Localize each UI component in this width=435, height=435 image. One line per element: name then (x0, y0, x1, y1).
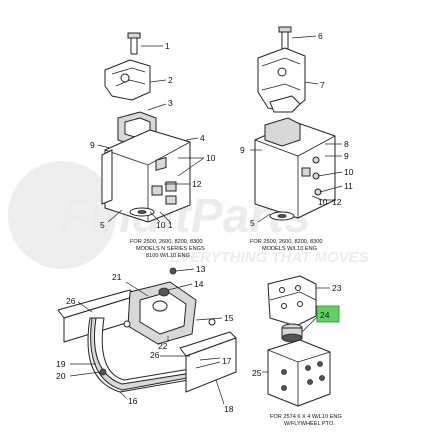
caption-left-2: MODELS N SERIES ENGS (136, 246, 205, 252)
caption-bottom-2: W/FLYWHEEL PTO. (284, 421, 335, 427)
assembly-top-right: 6 7 9 8 9 10 11 10 12 5 FOR 2500, 2600, … (240, 26, 354, 252)
callout-9-right-b: 9 (344, 151, 349, 161)
callout-1: 1 (165, 41, 170, 51)
bolt-head (127, 32, 141, 39)
callout-10-right-b: 10 (318, 197, 328, 207)
callout-25: 25 (252, 368, 262, 378)
bracket-part-23 (267, 275, 317, 327)
highlight-box-24[interactable] (316, 305, 340, 323)
callout-18: 18 (224, 404, 234, 414)
assembly-bottom-right: 24 23 25 FOR 2574 6 X 4 W/L10 ENG W/FLYW… (252, 275, 342, 427)
callout-4: 4 (200, 133, 205, 143)
callout-14: 14 (194, 279, 204, 289)
callout-3: 3 (168, 98, 173, 108)
watermark-logo-ring (8, 161, 116, 269)
callout-10-right: 10 (344, 167, 354, 177)
caption-right-1: FOR 2500, 2600, 8200, 8300 (250, 239, 322, 245)
nut-part-13 (169, 267, 177, 275)
insulator-right (264, 117, 301, 147)
callout-13: 13 (196, 264, 206, 274)
caption-left-3: 8100 W/L10 ENG (146, 253, 190, 259)
caption-left-1: FOR 2500, 2600, 8200, 8300 (130, 239, 202, 245)
plate-part-25 (267, 339, 331, 407)
callout-5: 5 (100, 220, 105, 230)
callout-19: 19 (56, 359, 66, 369)
callout-10-left-b: 10 (156, 220, 166, 230)
callout-12-right: 12 (332, 197, 342, 207)
callout-23: 23 (332, 283, 342, 293)
callout-8: 8 (344, 139, 349, 149)
caption-bottom-1: FOR 2574 6 X 4 W/L10 ENG (270, 414, 342, 420)
caption-right-2: MODELS W/L10 ENG (262, 246, 317, 252)
watermark-tagline: EVERYTHING THAT MOVES (170, 249, 369, 266)
nut-part-20 (99, 368, 107, 376)
callout-9-left: 9 (90, 140, 95, 150)
callout-11: 11 (344, 181, 353, 191)
callout-20: 20 (56, 371, 66, 381)
callout-21: 21 (112, 272, 122, 282)
callout-15: 15 (224, 313, 234, 323)
insulator-part-14 (158, 287, 170, 297)
bolt-part-1 (130, 35, 138, 55)
callout-6: 6 (318, 31, 323, 41)
callout-5-right: 5 (250, 218, 255, 228)
callout-26-top: 26 (66, 296, 76, 306)
callout-17: 17 (222, 356, 232, 366)
callout-12-left: 12 (192, 179, 202, 189)
callout-26-bottom: 26 (150, 350, 160, 360)
assembly-top-left: 1 2 3 4 9 10 12 5 10 1 FOR 2500, 2600, 8… (90, 32, 216, 259)
callout-7: 7 (320, 80, 325, 90)
callout-10-left: 10 (206, 153, 216, 163)
callout-22: 22 (158, 341, 168, 351)
assembly-bottom-left: 13 14 21 26 15 22 26 17 19 20 16 18 (56, 264, 237, 414)
callout-24[interactable]: 24 (320, 310, 330, 320)
callout-2: 2 (168, 75, 173, 85)
callout-9-right: 9 (240, 145, 245, 155)
callout-16: 16 (128, 396, 138, 406)
plate-part-5 (101, 149, 113, 205)
callout-12-left-b: 1 (168, 220, 173, 230)
